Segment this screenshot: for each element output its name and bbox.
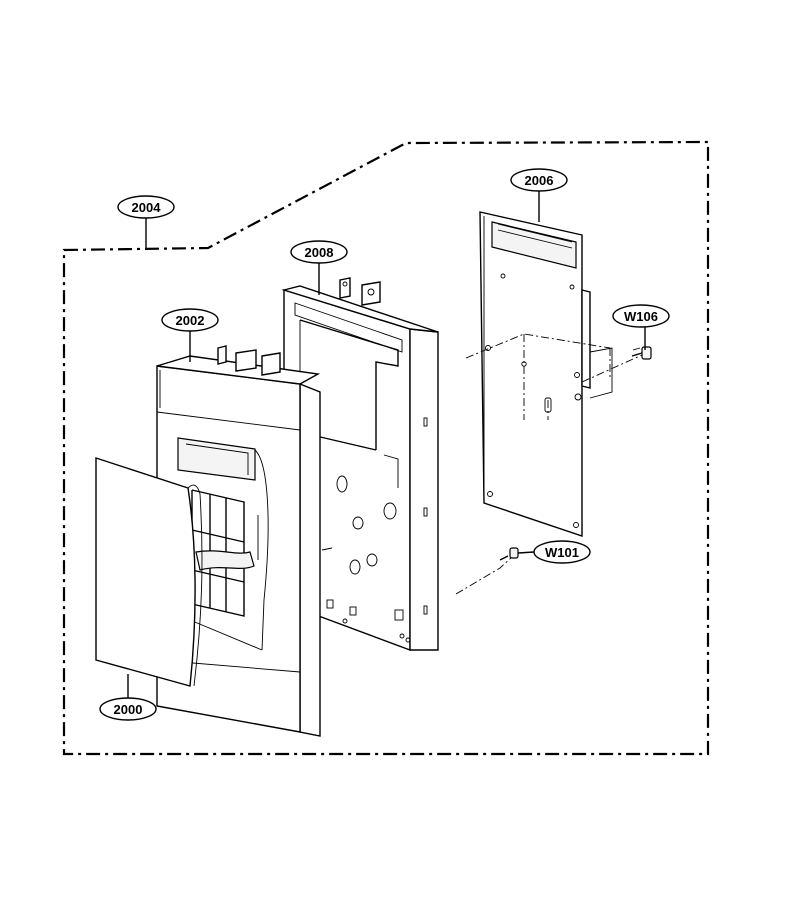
callout-2004-label: 2004	[132, 200, 162, 215]
callout-2004: 2004	[117, 195, 175, 219]
callout-w101: W101	[533, 540, 591, 564]
assembly-boundary	[62, 140, 710, 756]
callout-2006: 2006	[510, 168, 568, 192]
callout-2002-label: 2002	[176, 313, 205, 328]
callout-w106: W106	[612, 304, 670, 328]
callout-2002: 2002	[161, 308, 219, 332]
callout-w101-label: W101	[545, 545, 579, 560]
mounting-frame	[281, 277, 439, 652]
callout-2000-label: 2000	[114, 702, 143, 717]
screw-w106	[631, 346, 652, 360]
control-pcb	[479, 211, 613, 537]
screw-w101	[455, 547, 519, 595]
callout-2006-label: 2006	[525, 173, 554, 188]
leader-lines	[127, 190, 646, 699]
callout-2008: 2008	[290, 240, 348, 264]
pcb-alignment-lines	[465, 333, 643, 420]
callout-2000: 2000	[99, 697, 157, 721]
callout-2008-label: 2008	[305, 245, 334, 260]
callout-w106-label: W106	[624, 309, 658, 324]
door-cover	[95, 457, 203, 687]
